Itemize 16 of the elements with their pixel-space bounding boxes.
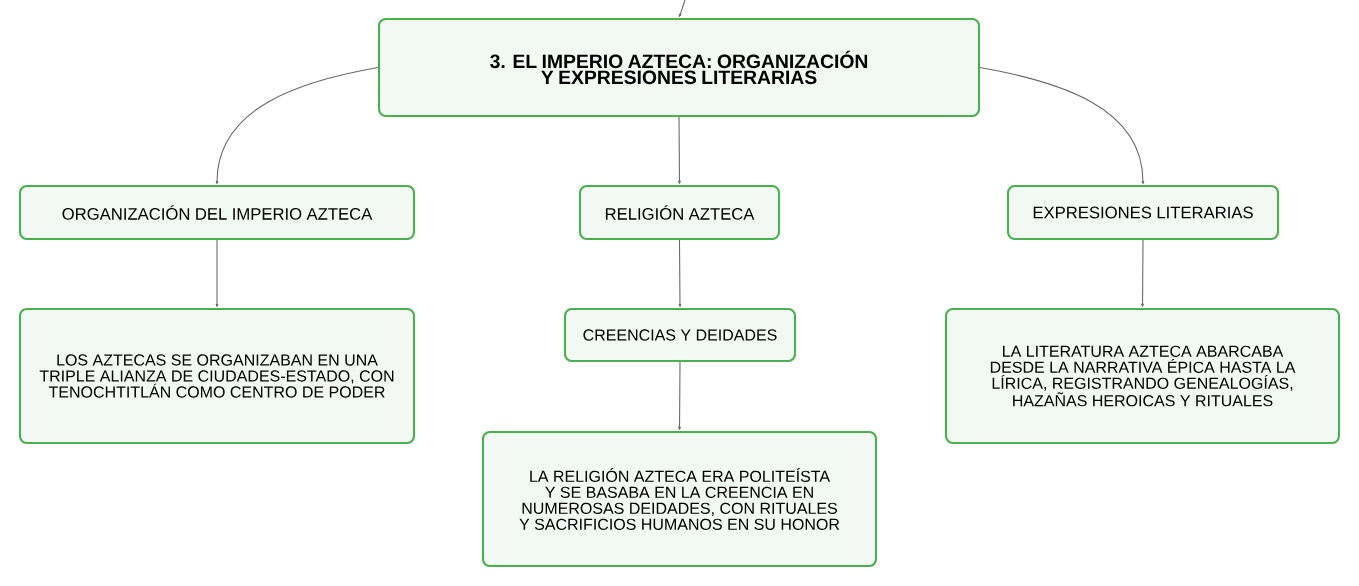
arrow	[979, 66, 1145, 185]
arrow	[678, 116, 681, 185]
concept-box: LA RELIGIÓN AZTECA ERA POLITEÍSTA Y SE BASABA EN LA CREENCIA EN NUMEROSAS DEIDADES, CON RITUALES Y SACRIFICIOS HUMANOS EN SU HONOR	[481, 430, 878, 568]
arrow	[678, 361, 681, 431]
concept-box: LOS AZTECAS SE ORGANIZABAN EN UNA TRIPLE ALIANZA DE CIUDADES-ESTADO, CON TENOCHTITLÁN COMO CENTRO DE PODER	[18, 307, 416, 445]
concept-box: ORGANIZACIÓN DEL IMPERIO AZTECA	[18, 184, 416, 241]
arrow	[215, 239, 219, 308]
concept-box: EXPRESIONES LITERARIAS	[1006, 184, 1280, 241]
arrow	[1141, 239, 1144, 308]
arrow	[215, 66, 379, 185]
concept-box: RELIGIÓN AZTECA	[578, 184, 781, 241]
concept-box: CREENCIAS Y DEIDADES	[563, 307, 797, 363]
concept-box: LA LITERATURA AZTECA ABARCABA DESDE LA NARRATIVA ÉPICA HASTA LA LÍRICA, REGISTRANDO GENEALOGÍAS, HAZAÑAS HEROICAS Y RITUALES	[944, 307, 1341, 445]
arrow	[678, 0, 686, 18]
arrow	[678, 239, 682, 308]
topic-box: 3. EL IMPERIO AZTECA: ORGANIZACIÓN Y EXPRESIONES LITERARIAS	[377, 17, 981, 118]
